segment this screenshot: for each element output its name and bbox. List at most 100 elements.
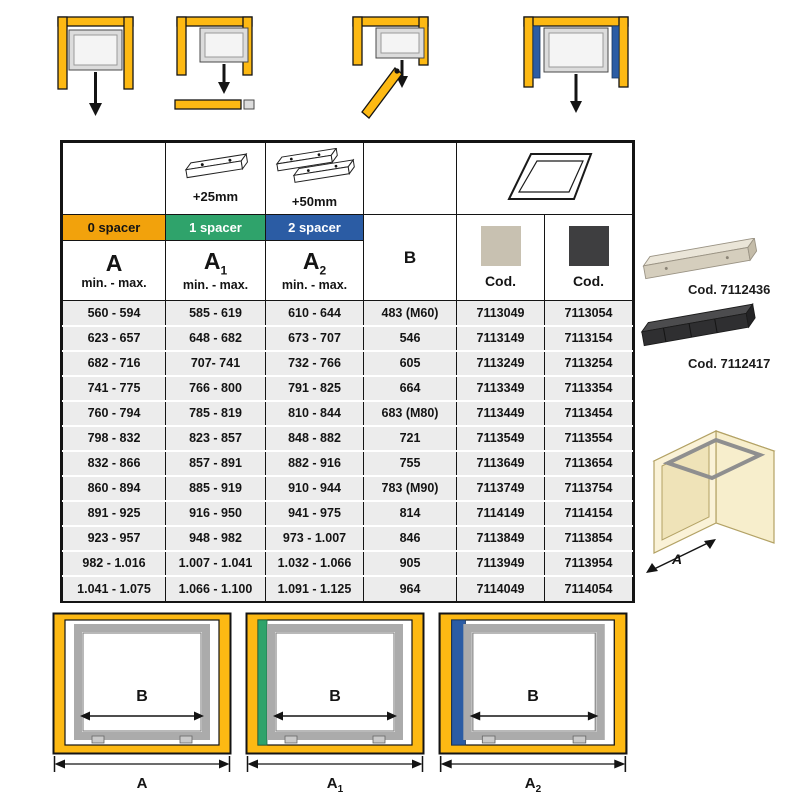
column-a1-letter: A: [203, 248, 221, 275]
cell-a: 623 - 657: [62, 324, 166, 351]
cell-cod2: 7113054: [544, 300, 633, 326]
cell-b: 755: [363, 449, 457, 476]
inner-width-label-b: B: [52, 688, 232, 706]
header-0-spacer: 0 spacer: [62, 214, 166, 241]
cell-a: 560 - 594: [62, 300, 166, 326]
a-letter: A: [524, 775, 536, 792]
cell-a2: 1.091 - 1.125: [265, 574, 364, 601]
cell-cod2: 7113954: [544, 549, 633, 576]
cell-cod2: 7113354: [544, 374, 633, 401]
a-sub: 1: [337, 784, 344, 795]
cell-a2: 1.032 - 1.066: [265, 549, 364, 576]
black-spacer-cod-label: Cod. 7112417: [688, 356, 771, 371]
header-1-spacer: 1 spacer: [165, 214, 266, 241]
inner-width-label-b: B: [245, 688, 425, 706]
cell-a1: 707- 741: [165, 349, 266, 376]
cell-cod1: 7113049: [456, 300, 545, 326]
cell-a: 891 - 925: [62, 499, 166, 526]
header-frame-icon-cell: [456, 142, 633, 215]
cell-a1: 766 - 800: [165, 374, 266, 401]
cell-a: 760 - 794: [62, 399, 166, 426]
cell-b: 683 (M80): [363, 399, 457, 426]
cell-a2: 791 - 825: [265, 374, 364, 401]
plus50-label: +50mm: [291, 194, 338, 209]
cell-cod1: 7114049: [456, 574, 545, 601]
header-letter-row: A min. - max. A1 min. - max. A2 min. - m…: [62, 240, 633, 301]
cell-a: 798 - 832: [62, 424, 166, 451]
beige-spacer-cod-label: Cod. 7112436: [688, 282, 771, 297]
double-spacer-bar-icon: [275, 147, 355, 183]
cell-a1: 857 - 891: [165, 449, 266, 476]
cell-cod2: 7113254: [544, 349, 633, 376]
spacer-bar-icon: [184, 152, 248, 179]
cabinet-front-diagram-a1: B A1: [245, 612, 425, 800]
header-empty-b: [363, 142, 457, 215]
header-spacer-row: 0 spacer 1 spacer 2 spacer B Cod. Cod.: [62, 214, 633, 301]
cell-a2: 732 - 766: [265, 349, 364, 376]
column-a2-letter: A: [302, 248, 320, 275]
header-column-b: B: [363, 214, 457, 301]
outer-width-label-a2: A2: [438, 775, 628, 795]
cell-a1: 1.066 - 1.100: [165, 574, 266, 601]
cell-a1: 1.007 - 1.041: [165, 549, 266, 576]
cell-cod1: 7113749: [456, 474, 545, 501]
cell-cod1: 7113249: [456, 349, 545, 376]
beige-swatch: [480, 226, 521, 266]
cell-a1: 823 - 857: [165, 424, 266, 451]
cell-cod1: 7113349: [456, 374, 545, 401]
header-column-a1: A1 min. - max.: [165, 240, 266, 301]
cell-b: 546: [363, 324, 457, 351]
cell-a1: 648 - 682: [165, 324, 266, 351]
cabinet-top-view-panel-below-icon: [174, 16, 255, 110]
plus25-label: +25mm: [192, 189, 239, 204]
cell-cod1: 7114149: [456, 499, 545, 526]
b-letter: B: [527, 688, 539, 705]
column-a1-sub: 1: [220, 264, 228, 278]
cell-a1: 785 - 819: [165, 399, 266, 426]
cell-b: 483 (M60): [363, 300, 457, 326]
black-spacer-product-image: [640, 302, 756, 347]
cell-a2: 973 - 1.007: [265, 524, 364, 551]
outer-width-label-a1: A1: [245, 775, 425, 795]
header-cod-dark: Cod.: [544, 214, 633, 301]
beige-spacer-product-image: [642, 238, 758, 280]
cell-a2: 673 - 707: [265, 324, 364, 351]
cell-a2: 882 - 916: [265, 449, 364, 476]
pullout-frame-icon: [506, 153, 592, 200]
column-a2-sub: 2: [319, 264, 327, 278]
cell-b: 605: [363, 349, 457, 376]
cell-a: 741 - 775: [62, 374, 166, 401]
inner-width-label-b: B: [438, 688, 628, 706]
dark-swatch: [568, 226, 609, 266]
header-empty-a: [62, 142, 166, 215]
cell-cod2: 7113854: [544, 524, 633, 551]
cell-a: 982 - 1.016: [62, 549, 166, 576]
cabinet-top-view-frame-front-icon: [57, 16, 134, 116]
cell-cod2: 7113754: [544, 474, 633, 501]
cabinet-width-label: A: [671, 551, 682, 567]
cell-cod1: 7113949: [456, 549, 545, 576]
cell-cod1: 7113549: [456, 424, 545, 451]
cell-cod1: 7113449: [456, 399, 545, 426]
cabinet-isometric-drawing: A: [646, 430, 776, 573]
header-column-a2: A2 min. - max.: [265, 240, 364, 301]
size-table-grid: +25mm: [62, 142, 633, 601]
outer-width-label-a: A: [52, 775, 232, 792]
cell-a2: 941 - 975: [265, 499, 364, 526]
cabinet-front-diagram-a: B A: [52, 612, 232, 800]
cell-b: 814: [363, 499, 457, 526]
header-column-a: A min. - max.: [62, 240, 166, 301]
cell-b: 846: [363, 524, 457, 551]
cell-a: 1.041 - 1.075: [62, 574, 166, 601]
cell-a: 832 - 866: [62, 449, 166, 476]
header-icon-row: +25mm: [62, 142, 633, 215]
cabinet-front-a1-drawing: [245, 612, 425, 772]
